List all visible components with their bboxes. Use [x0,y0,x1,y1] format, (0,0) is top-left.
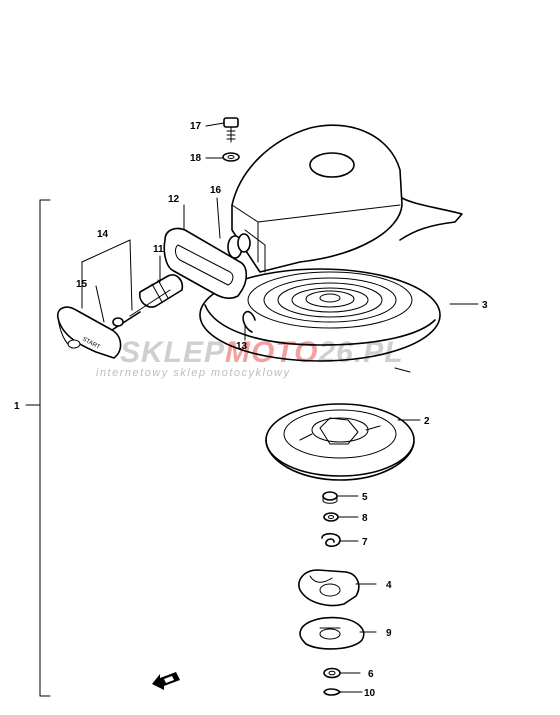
watermark-tagline: internetowy sklep motocyklowy [96,367,291,379]
starter-case [199,124,463,373]
callout-3: 3 [482,300,488,311]
bushing [227,233,251,259]
callout-2: 2 [424,416,430,427]
callout-6: 6 [368,669,374,680]
starter-handle: START [56,306,141,359]
callout-16: 16 [210,185,222,196]
rope-reel [265,403,415,481]
callout-10: 10 [364,688,376,699]
callout-7: 7 [362,537,368,548]
callout-17: 17 [190,121,202,132]
front-arrow-icon [152,672,180,690]
bolt [223,117,239,143]
callout-5: 5 [362,492,368,503]
return-spring [321,532,341,548]
callout-12: 12 [168,194,180,205]
callout-4: 4 [386,580,392,591]
watermark-prefix: SKLEP [120,336,225,369]
pawl-plate [298,569,360,607]
spring-clip [242,310,256,333]
rope-insert [138,274,184,308]
callout-14: 14 [97,229,109,240]
callout-1: 1 [14,401,20,412]
retaining-clip [323,688,341,696]
callout-13: 13 [236,341,248,352]
svg-text:SKLEPMOTO26.PL: SKLEPMOTO26.PL [120,336,404,369]
assembly-bracket [25,199,51,697]
friction-plate [299,616,365,650]
friction-washer [323,512,339,522]
collar [322,491,338,504]
callout-9: 9 [386,628,392,639]
leader-lines [81,122,479,693]
callout-15: 15 [76,279,88,290]
washer [222,152,240,162]
rope-guide [163,227,248,299]
callout-8: 8 [362,513,368,524]
callouts: 1 2 3 4 5 6 7 8 9 10 11 12 13 14 15 16 1… [14,121,488,699]
watermark: SKLEPMOTO26.PL internetowy sklep motocyk… [96,336,404,379]
nut [323,667,341,679]
callout-11: 11 [153,244,164,255]
callout-18: 18 [190,153,202,164]
